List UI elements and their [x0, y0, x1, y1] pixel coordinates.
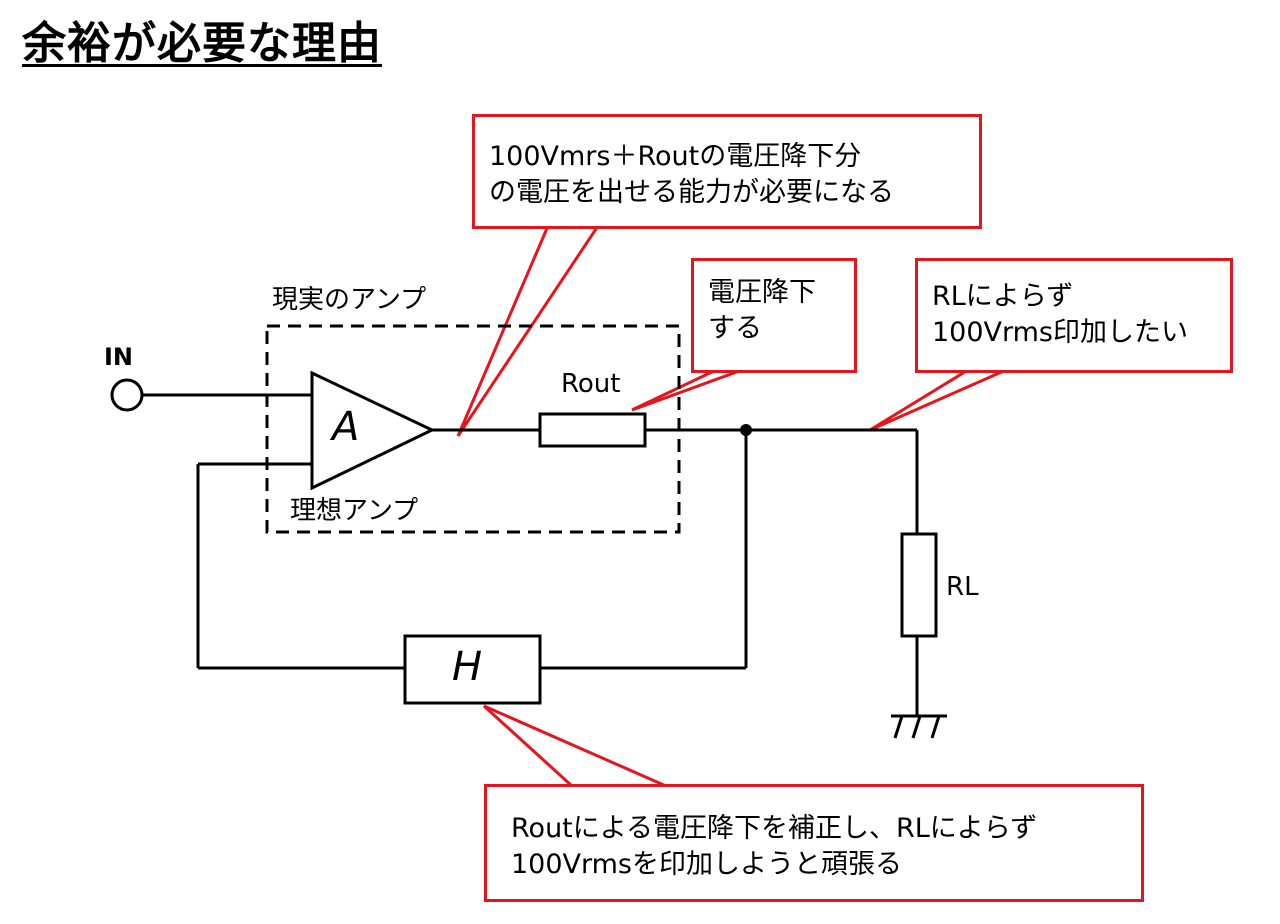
- input-terminal: [110, 378, 144, 412]
- bottom-callout-line-2: 100Vrmsを印加しようと頑張る: [511, 849, 902, 880]
- feedback-symbol: H: [452, 644, 483, 690]
- drop-callout: 電圧降下 する: [691, 258, 857, 373]
- rl-callout-line-1: RLによらず: [932, 281, 1074, 312]
- drop-callout-line-2: する: [708, 313, 762, 344]
- bottom-callout-line-1: Routによる電圧降下を補正し、RLによらず: [511, 813, 1038, 844]
- input-label: IN: [104, 343, 134, 371]
- real-amp-label: 現実のアンプ: [272, 285, 427, 315]
- drop-callout-pointer: [631, 368, 743, 412]
- top-callout-line-2: の電圧を出せる能力が必要になる: [489, 177, 894, 208]
- top-callout-line-1: 100Vmrs＋Routの電圧降下分: [489, 141, 862, 172]
- bottom-callout: Routによる電圧降下を補正し、RLによらず 100Vrmsを印加しようと頑張る: [484, 784, 1144, 902]
- rl-label: RL: [946, 572, 979, 602]
- ideal-amplifier: [310, 370, 436, 491]
- amp-symbol: A: [332, 404, 360, 450]
- ground-hatch-3: [930, 715, 941, 739]
- rout-label: Rout: [561, 369, 621, 399]
- junction-node: [740, 424, 752, 436]
- page-title: 余裕が必要な理由: [22, 18, 382, 69]
- rout-resistor: [538, 412, 647, 448]
- drop-callout-line-1: 電圧降下: [708, 277, 816, 308]
- top-callout: 100Vmrs＋Routの電圧降下分 の電圧を出せる能力が必要になる: [472, 114, 982, 229]
- rl-resistor: [900, 532, 938, 638]
- feedback-block: [403, 634, 542, 705]
- rl-callout-pointer: [869, 368, 1007, 432]
- ground-hatch-2: [911, 715, 922, 739]
- rl-callout-line-2: 100Vrms印加したい: [932, 317, 1188, 348]
- bottom-callout-pointer: [482, 704, 667, 788]
- ground-hatch-1: [893, 715, 904, 739]
- top-callout-pointer: [456, 224, 601, 437]
- rl-callout: RLによらず 100Vrms印加したい: [915, 258, 1233, 373]
- ideal-amp-label: 理想アンプ: [290, 496, 419, 526]
